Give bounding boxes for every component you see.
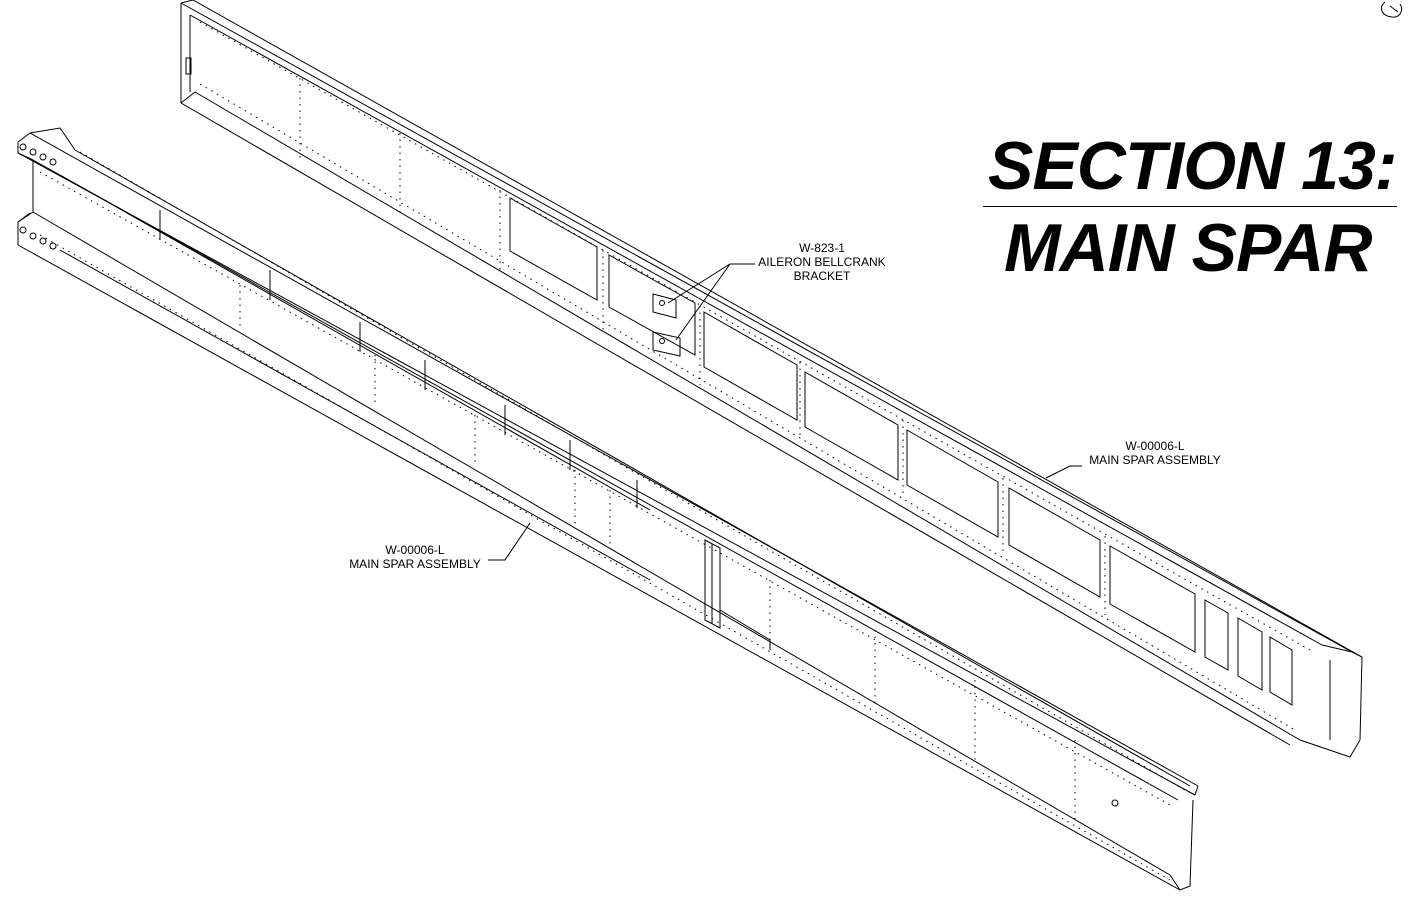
callout-bellcrank-part-no: W-823-1: [799, 241, 845, 255]
lower-spar-rivet-lines: [39, 151, 1186, 881]
callout-bellcrank: W-823-1 AILERON BELLCRANK BRACKET: [752, 241, 892, 283]
callout-bellcrank-name-line2: BRACKET: [793, 269, 851, 283]
aileron-bellcrank-bracket: [652, 293, 681, 357]
upper-spar: [180, 0, 1363, 758]
callout-bellcrank-name-line1: AILERON BELLCRANK: [758, 255, 886, 269]
lower-spar-end-holes: [19, 143, 1119, 807]
logo-icon: [1381, 1, 1403, 18]
callout-spar-upper-part-no: W-00006-L: [1125, 439, 1185, 453]
upper-spar-rivet-lines: [199, 21, 1311, 731]
leader-lines: [488, 263, 1082, 561]
callout-spar-upper: W-00006-L MAIN SPAR ASSEMBLY: [1082, 439, 1228, 467]
callout-spar-upper-name: MAIN SPAR ASSEMBLY: [1089, 453, 1221, 467]
section-title-line1: SECTION 13:: [988, 128, 1397, 204]
lower-spar-doublers: [59, 174, 771, 650]
title-divider: [983, 206, 1397, 207]
section-title-line2: MAIN SPAR: [1004, 210, 1373, 286]
callout-spar-lower: W-00006-L MAIN SPAR ASSEMBLY: [342, 543, 488, 571]
callout-spar-lower-name: MAIN SPAR ASSEMBLY: [349, 557, 481, 571]
callout-spar-lower-part-no: W-00006-L: [385, 543, 445, 557]
